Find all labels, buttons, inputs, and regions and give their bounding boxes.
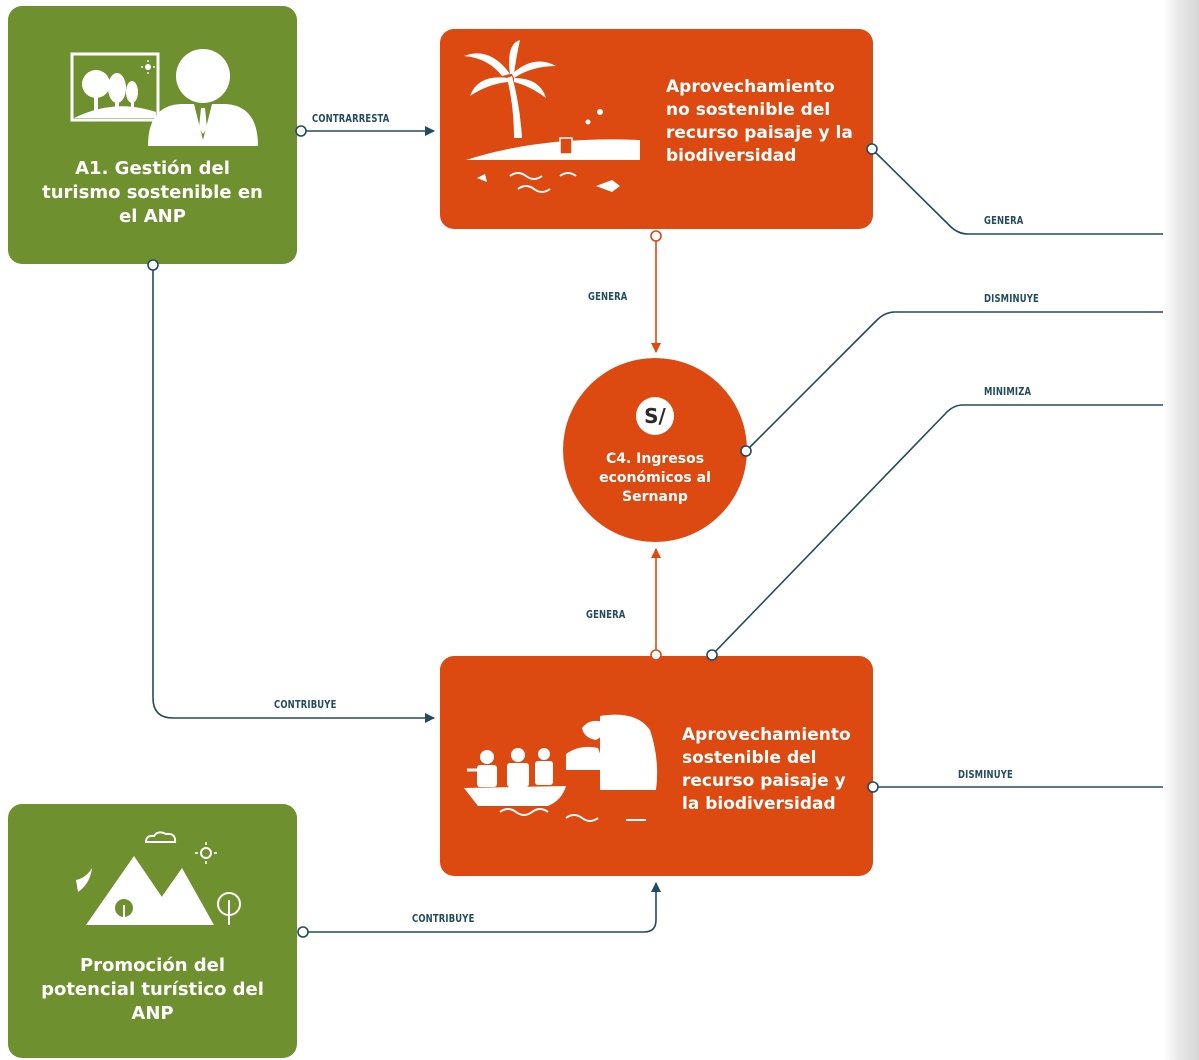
dot	[740, 445, 752, 457]
minimiza-label: MINIMIZA	[984, 385, 1032, 398]
no-sostenible-box	[440, 29, 873, 229]
page-edge-shadow	[1163, 0, 1199, 1060]
minimiza-edge	[711, 400, 1197, 656]
no-sostenible-label: Aprovechamiento no sostenible del recurs…	[666, 77, 853, 166]
dot	[706, 649, 718, 661]
dot	[867, 781, 879, 793]
dot	[650, 230, 662, 242]
contrarresta-label: CONTRARRESTA	[312, 112, 390, 125]
dot	[866, 143, 878, 155]
contribuye-a1-label: CONTRIBUYE	[274, 698, 337, 711]
c4-circle	[563, 358, 747, 542]
boat-wildlife-icon	[464, 714, 658, 822]
a1-label: A1. Gestión del turismo sostenible en el…	[42, 158, 263, 227]
mountains-promotion-icon	[76, 831, 241, 925]
promocion-label: Promoción del potencial turístico del AN…	[41, 955, 264, 1024]
dot	[297, 926, 309, 938]
sostenible-label: Aprovechamiento sostenible del recurso p…	[682, 725, 851, 814]
genera-up-label: GENERA	[586, 608, 626, 621]
dot	[147, 259, 159, 271]
genera-down-label: GENERA	[588, 290, 628, 303]
genera-top-right-edge	[871, 148, 1197, 239]
contribuye-promo-edge	[303, 882, 661, 933]
contribuye-a1-edge	[152, 265, 435, 723]
genera-top-right-label: GENERA	[984, 214, 1024, 227]
dot	[650, 649, 662, 661]
dot	[295, 125, 307, 137]
soles-icon: S/	[636, 397, 674, 435]
c4-label: C4. Ingresos económicos al Sernanp	[599, 451, 711, 505]
disminuye-sost-label: DISMINUYE	[958, 768, 1013, 781]
polluted-beach-icon	[464, 40, 640, 193]
promocion-box	[8, 804, 297, 1058]
contribuye-promo-label: CONTRIBUYE	[412, 912, 475, 925]
disminuye-c4-edge	[745, 307, 1197, 452]
disminuye-c4-label: DISMINUYE	[984, 292, 1039, 305]
tourism-manager-icon	[70, 49, 258, 146]
